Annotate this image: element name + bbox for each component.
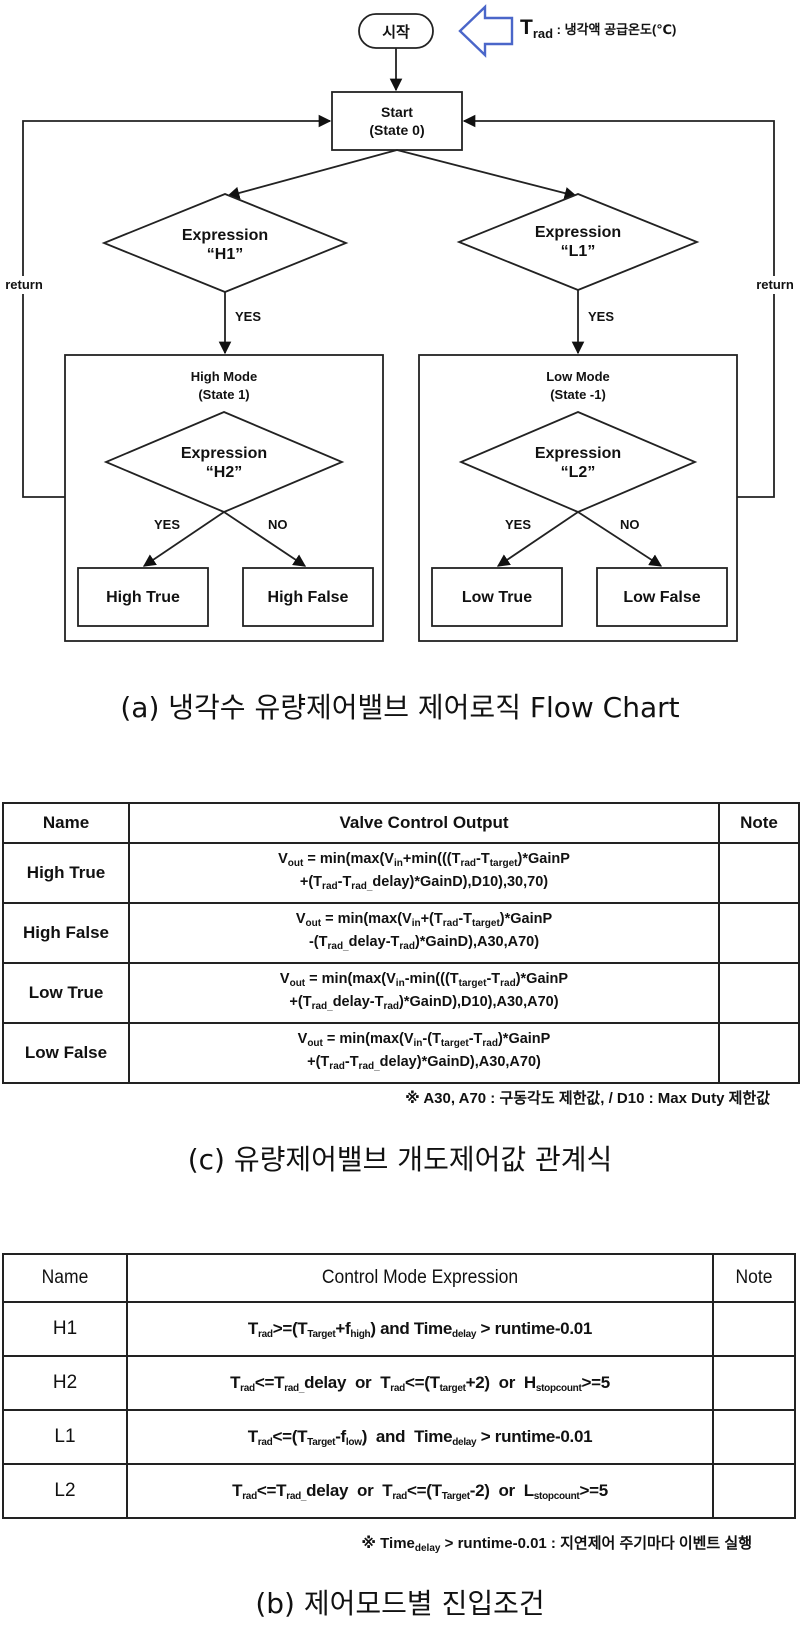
h2-no-label: NO	[268, 517, 288, 532]
table-header-row: Name Control Mode Expression Note	[3, 1253, 795, 1303]
row-name: High False	[2, 902, 130, 964]
expression-l1: Trad<=(TTarget-flow) and Timedelay > run…	[126, 1409, 714, 1465]
caption-a: (a) 냉각수 유량제어밸브 제어로직 Flow Chart	[120, 691, 680, 724]
input-arrow-icon	[458, 4, 514, 58]
table-header-row: Name Valve Control Output Note	[2, 802, 800, 844]
h2-decision	[103, 411, 345, 513]
row-note	[718, 1022, 800, 1084]
return-line-left	[22, 114, 332, 498]
return-line-right	[462, 114, 775, 498]
trad-label: Trad : 냉각액 공급온도(℃)	[520, 16, 676, 41]
expression-h2: Trad<=Trad_delay or Trad<=(Ttarget+2) or…	[126, 1355, 714, 1411]
l2-decision	[458, 411, 698, 513]
state0-line1: Start	[381, 104, 413, 120]
header-name: Name	[2, 802, 130, 844]
l1-line2: “L1”	[561, 243, 596, 260]
low-true-label: Low True	[462, 589, 532, 606]
formula-high-false: Vout = min(max(Vin+(Trad-Ttarget)*GainP-…	[128, 902, 720, 964]
row-name: High True	[2, 842, 130, 904]
h1-line2: “H1”	[207, 246, 243, 263]
row-name: Low True	[2, 962, 130, 1024]
low-mode-line2: (State -1)	[550, 387, 606, 402]
l1-line1: Expression	[535, 224, 621, 241]
high-mode-line2: (State 1)	[198, 387, 249, 402]
row-name: H2	[2, 1355, 128, 1411]
row-note	[712, 1463, 796, 1519]
yes-h1-label: YES	[235, 309, 261, 324]
valve-output-table: Name Valve Control Output Note High True…	[2, 802, 800, 1084]
row-note	[712, 1355, 796, 1411]
row-note	[712, 1301, 796, 1357]
yes-l1-label: YES	[588, 309, 614, 324]
low-mode-line1: Low Mode	[546, 369, 610, 384]
l2-line1: Expression	[535, 445, 621, 462]
row-note	[718, 842, 800, 904]
table-row: Low True Vout = min(max(Vin-min(((Ttarge…	[2, 962, 800, 1024]
high-mode-box	[64, 354, 384, 642]
h2-line2: “H2”	[206, 464, 242, 481]
return-right-label: return	[756, 277, 794, 292]
caption-c: (c) 유량제어밸브 개도제어값 관계식	[187, 1143, 613, 1176]
formula-low-true: Vout = min(max(Vin-min(((Ttarget-Trad)*G…	[128, 962, 720, 1024]
h1-line1: Expression	[182, 227, 268, 244]
l2-no-label: NO	[620, 517, 640, 532]
table-c-footnote: ※ A30, A70 : 구동각도 제한값, / D10 : Max Duty …	[405, 1090, 770, 1107]
row-name: H1	[2, 1301, 128, 1357]
row-name: L1	[2, 1409, 128, 1465]
flow-chart: 시작 Trad : 냉각액 공급온도(℃) Start (State 0) Ex…	[1, 4, 798, 642]
state0-box	[331, 91, 463, 151]
header-expression: Control Mode Expression	[149, 1253, 691, 1303]
table-row: L1 Trad<=(TTarget-flow) and Timedelay > …	[2, 1409, 796, 1465]
high-false-box	[242, 567, 374, 627]
header-note: Note	[718, 802, 800, 844]
row-note	[718, 902, 800, 964]
header-valve-output: Valve Control Output	[128, 802, 720, 844]
caption-b: (b) 제어모드별 진입조건	[255, 1587, 545, 1620]
table-row: Low False Vout = min(max(Vin-(Ttarget-Tr…	[2, 1022, 800, 1084]
state0-line2: (State 0)	[369, 122, 424, 138]
l2-line2: “L2”	[561, 464, 596, 481]
high-true-label: High True	[106, 589, 180, 606]
row-name: L2	[2, 1463, 128, 1519]
h2-yes-label: YES	[154, 517, 180, 532]
header-name: Name	[7, 1253, 123, 1303]
h2-line1: Expression	[181, 445, 267, 462]
row-name: Low False	[2, 1022, 130, 1084]
table-row: High True Vout = min(max(Vin+min(((Trad-…	[2, 842, 800, 904]
start-label: 시작	[382, 23, 410, 41]
table-b-footnote: ※ Timedelay > runtime-0.01 : 지연제어 주기마다 이…	[361, 1535, 752, 1554]
header-note: Note	[715, 1253, 793, 1303]
l1-decision	[456, 193, 700, 291]
formula-high-true: Vout = min(max(Vin+min(((Trad-Ttarget)*G…	[128, 842, 720, 904]
table-row: H1 Trad>=(TTarget+fhigh) and Timedelay >…	[2, 1301, 796, 1357]
low-false-label: Low False	[623, 589, 700, 606]
high-true-box	[77, 567, 209, 627]
formula-low-false: Vout = min(max(Vin-(Ttarget-Trad)*GainP+…	[128, 1022, 720, 1084]
expression-l2: Trad<=Trad_delay or Trad<=(TTarget-2) or…	[126, 1463, 714, 1519]
low-true-box	[431, 567, 563, 627]
row-note	[718, 962, 800, 1024]
low-mode-box	[418, 354, 738, 642]
high-mode-line1: High Mode	[191, 369, 257, 384]
table-row: High False Vout = min(max(Vin+(Trad-Ttar…	[2, 902, 800, 964]
l2-yes-label: YES	[505, 517, 531, 532]
high-false-label: High False	[268, 589, 349, 606]
return-left-label: return	[5, 277, 43, 292]
row-note	[712, 1409, 796, 1465]
low-false-box	[596, 567, 728, 627]
table-row: H2 Trad<=Trad_delay or Trad<=(Ttarget+2)…	[2, 1355, 796, 1411]
expression-h1: Trad>=(TTarget+fhigh) and Timedelay > ru…	[126, 1301, 714, 1357]
table-row: L2 Trad<=Trad_delay or Trad<=(TTarget-2)…	[2, 1463, 796, 1519]
control-mode-table: Name Control Mode Expression Note H1 Tra…	[2, 1253, 796, 1519]
